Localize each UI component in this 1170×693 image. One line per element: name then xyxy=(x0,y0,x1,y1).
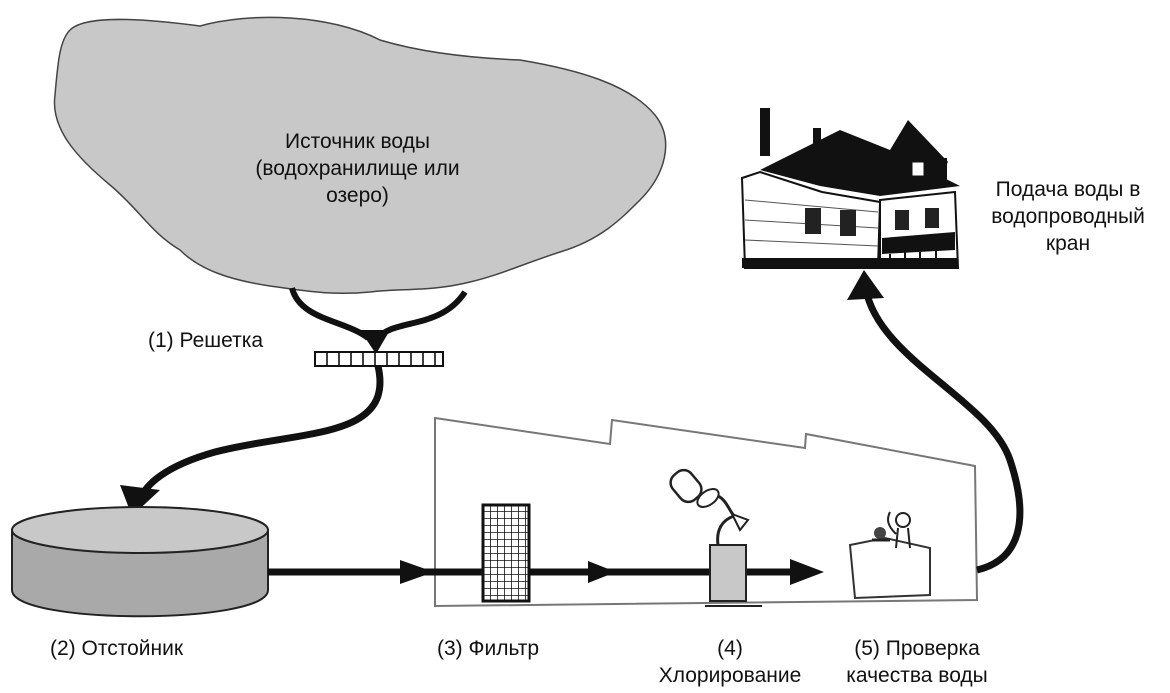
pipe-arrow-2 xyxy=(588,561,616,583)
settling-tank xyxy=(11,506,269,618)
quality-check-line-2: качества воды xyxy=(846,663,988,687)
chlorination-label: (4) Хлорирование xyxy=(630,636,830,690)
house-supply-label: Подача воды в водопроводный кран xyxy=(968,177,1168,258)
quality-check-line-1: (5) Проверка xyxy=(854,637,980,660)
pipe-arrow-1 xyxy=(400,560,434,584)
water-source-line-3: озеро) xyxy=(326,183,389,207)
chlorination-name: Хлорирование xyxy=(658,663,802,687)
quality-lab xyxy=(848,511,931,600)
filter-label: (3) Фильтр xyxy=(437,637,540,660)
water-source-line-2: (водохранилище или xyxy=(255,156,460,180)
screen-grate xyxy=(314,351,444,367)
house-illustration xyxy=(740,108,960,269)
screen-to-tank-pipe xyxy=(136,365,384,502)
house-supply-line-3: кран xyxy=(1045,231,1091,255)
screen-arrowhead xyxy=(360,330,390,354)
house-supply-line-2: водопроводный xyxy=(991,204,1145,228)
outlet-pipe-to-house xyxy=(862,289,1024,574)
screen-label: (1) Решетка xyxy=(148,329,264,352)
pipe-arrow-3 xyxy=(790,559,824,585)
treatment-plant-building xyxy=(434,416,979,608)
quality-check-label: (5) Проверка качества воды xyxy=(832,636,1002,690)
chlorination-station xyxy=(669,468,762,607)
source-outflow-right xyxy=(375,290,468,341)
water-source-label: Источник воды (водохранилище или озеро) xyxy=(225,129,490,210)
water-source-cloud xyxy=(53,16,667,295)
house-arrowhead xyxy=(847,270,884,300)
settling-tank-label: (2) Отстойник xyxy=(50,637,184,660)
house-supply-line-1: Подача воды в xyxy=(995,178,1141,201)
filter-block xyxy=(481,503,531,603)
water-source-line-1: Источник воды xyxy=(285,130,430,153)
source-outflow-left xyxy=(289,287,370,341)
chlorination-number: (4) xyxy=(717,637,743,660)
